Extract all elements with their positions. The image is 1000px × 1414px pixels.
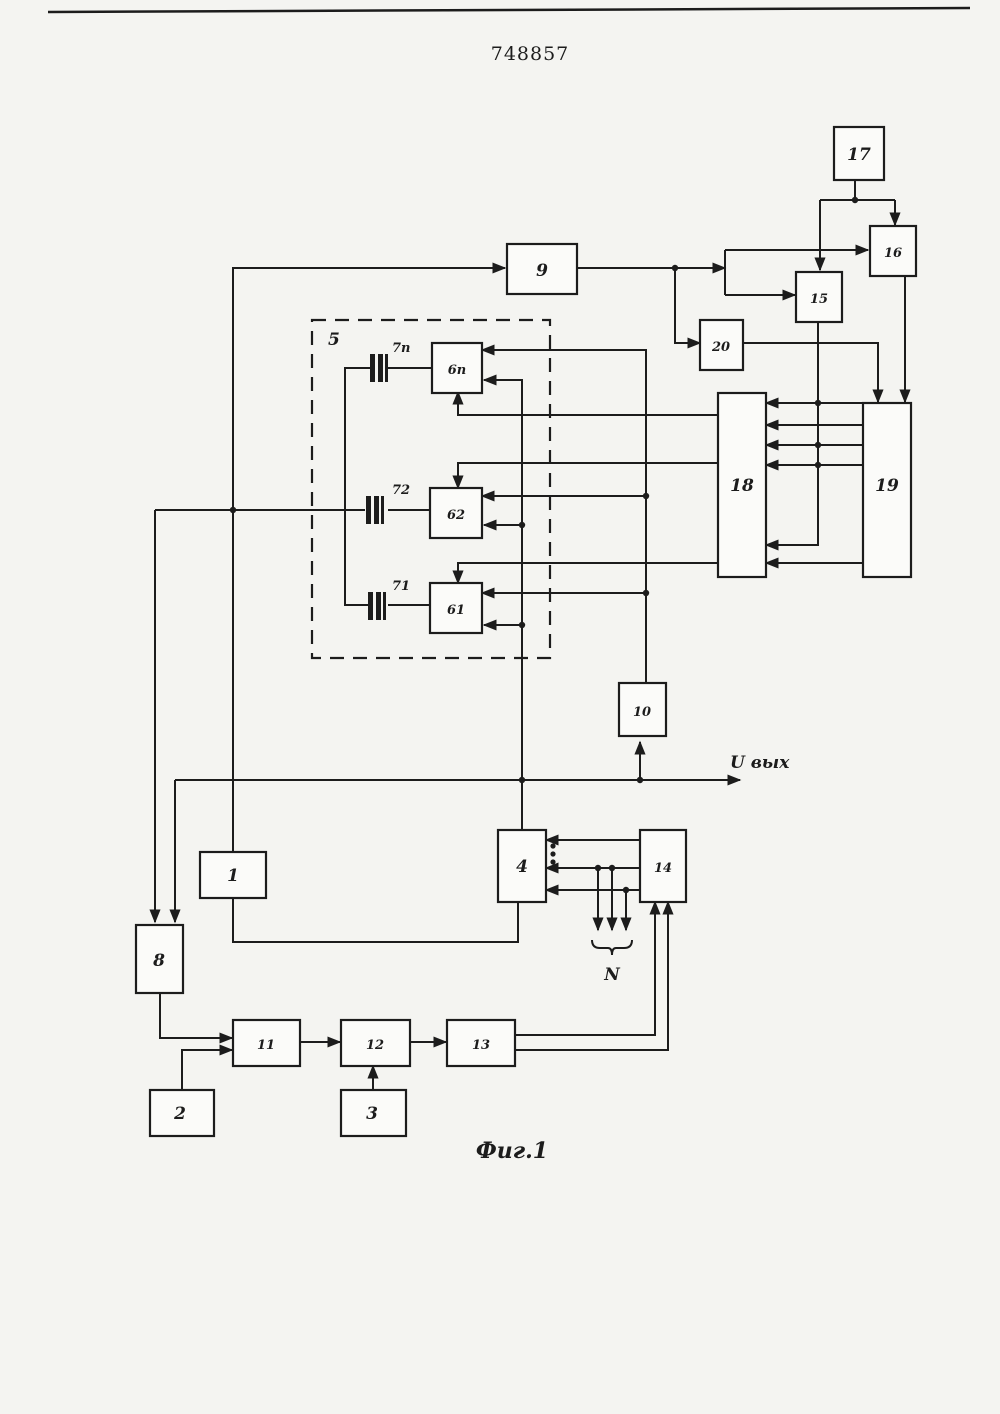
block-6n: 6n — [432, 343, 482, 393]
svg-text:17: 17 — [847, 145, 871, 165]
block-16: 16 — [870, 226, 916, 276]
svg-text:15: 15 — [810, 292, 828, 307]
svg-text:3: 3 — [366, 1104, 378, 1124]
svg-text:16: 16 — [884, 246, 902, 261]
svg-text:10: 10 — [633, 705, 651, 720]
figure-caption: Фиг.1 — [476, 1138, 548, 1164]
block-10: 10 — [619, 683, 666, 736]
svg-text:6n: 6n — [448, 363, 467, 378]
svg-text:11: 11 — [257, 1038, 275, 1053]
svg-text:19: 19 — [875, 476, 899, 496]
block-20: 20 — [700, 320, 743, 370]
svg-text:9: 9 — [536, 261, 548, 281]
svg-text:4: 4 — [516, 857, 528, 877]
bus-brace — [592, 940, 632, 955]
svg-text:2: 2 — [173, 1104, 186, 1124]
block-11: 11 — [233, 1020, 300, 1066]
resonator-71: 71 — [368, 579, 410, 620]
connection-lines — [155, 180, 905, 1090]
block-4: 4 — [498, 830, 546, 902]
block-17: 17 — [834, 127, 884, 180]
svg-text:13: 13 — [472, 1038, 490, 1053]
block-2: 2 — [150, 1090, 214, 1136]
block-13: 13 — [447, 1020, 515, 1066]
svg-text:12: 12 — [366, 1038, 384, 1053]
svg-text:71: 71 — [392, 579, 410, 594]
svg-text:14: 14 — [654, 861, 672, 876]
block-61: 61 — [430, 583, 482, 633]
svg-text:62: 62 — [447, 508, 465, 523]
svg-text:72: 72 — [392, 483, 410, 498]
group-5-label: 5 — [328, 330, 340, 350]
block-8: 8 — [136, 925, 183, 993]
output-label: U вых — [730, 753, 790, 773]
block-3: 3 — [341, 1090, 406, 1136]
resonator-72: 72 — [366, 483, 410, 524]
page-border-line — [48, 8, 970, 12]
block-18: 18 — [718, 393, 766, 577]
block-14: 14 — [640, 830, 686, 902]
svg-text:7n: 7n — [392, 341, 411, 356]
document-number: 748857 — [491, 43, 570, 65]
block-9: 9 — [507, 244, 577, 294]
resonator-7n: 7n — [370, 341, 411, 382]
block-12: 12 — [341, 1020, 410, 1066]
block-19: 19 — [863, 403, 911, 577]
svg-text:1: 1 — [227, 866, 239, 886]
svg-text:61: 61 — [447, 603, 465, 618]
svg-text:20: 20 — [711, 340, 730, 355]
block-1: 1 — [200, 852, 266, 898]
bus-label: N — [603, 965, 621, 985]
block-15: 15 — [796, 272, 842, 322]
svg-text:18: 18 — [730, 476, 754, 496]
svg-text:8: 8 — [152, 951, 165, 971]
block-62: 62 — [430, 488, 482, 538]
